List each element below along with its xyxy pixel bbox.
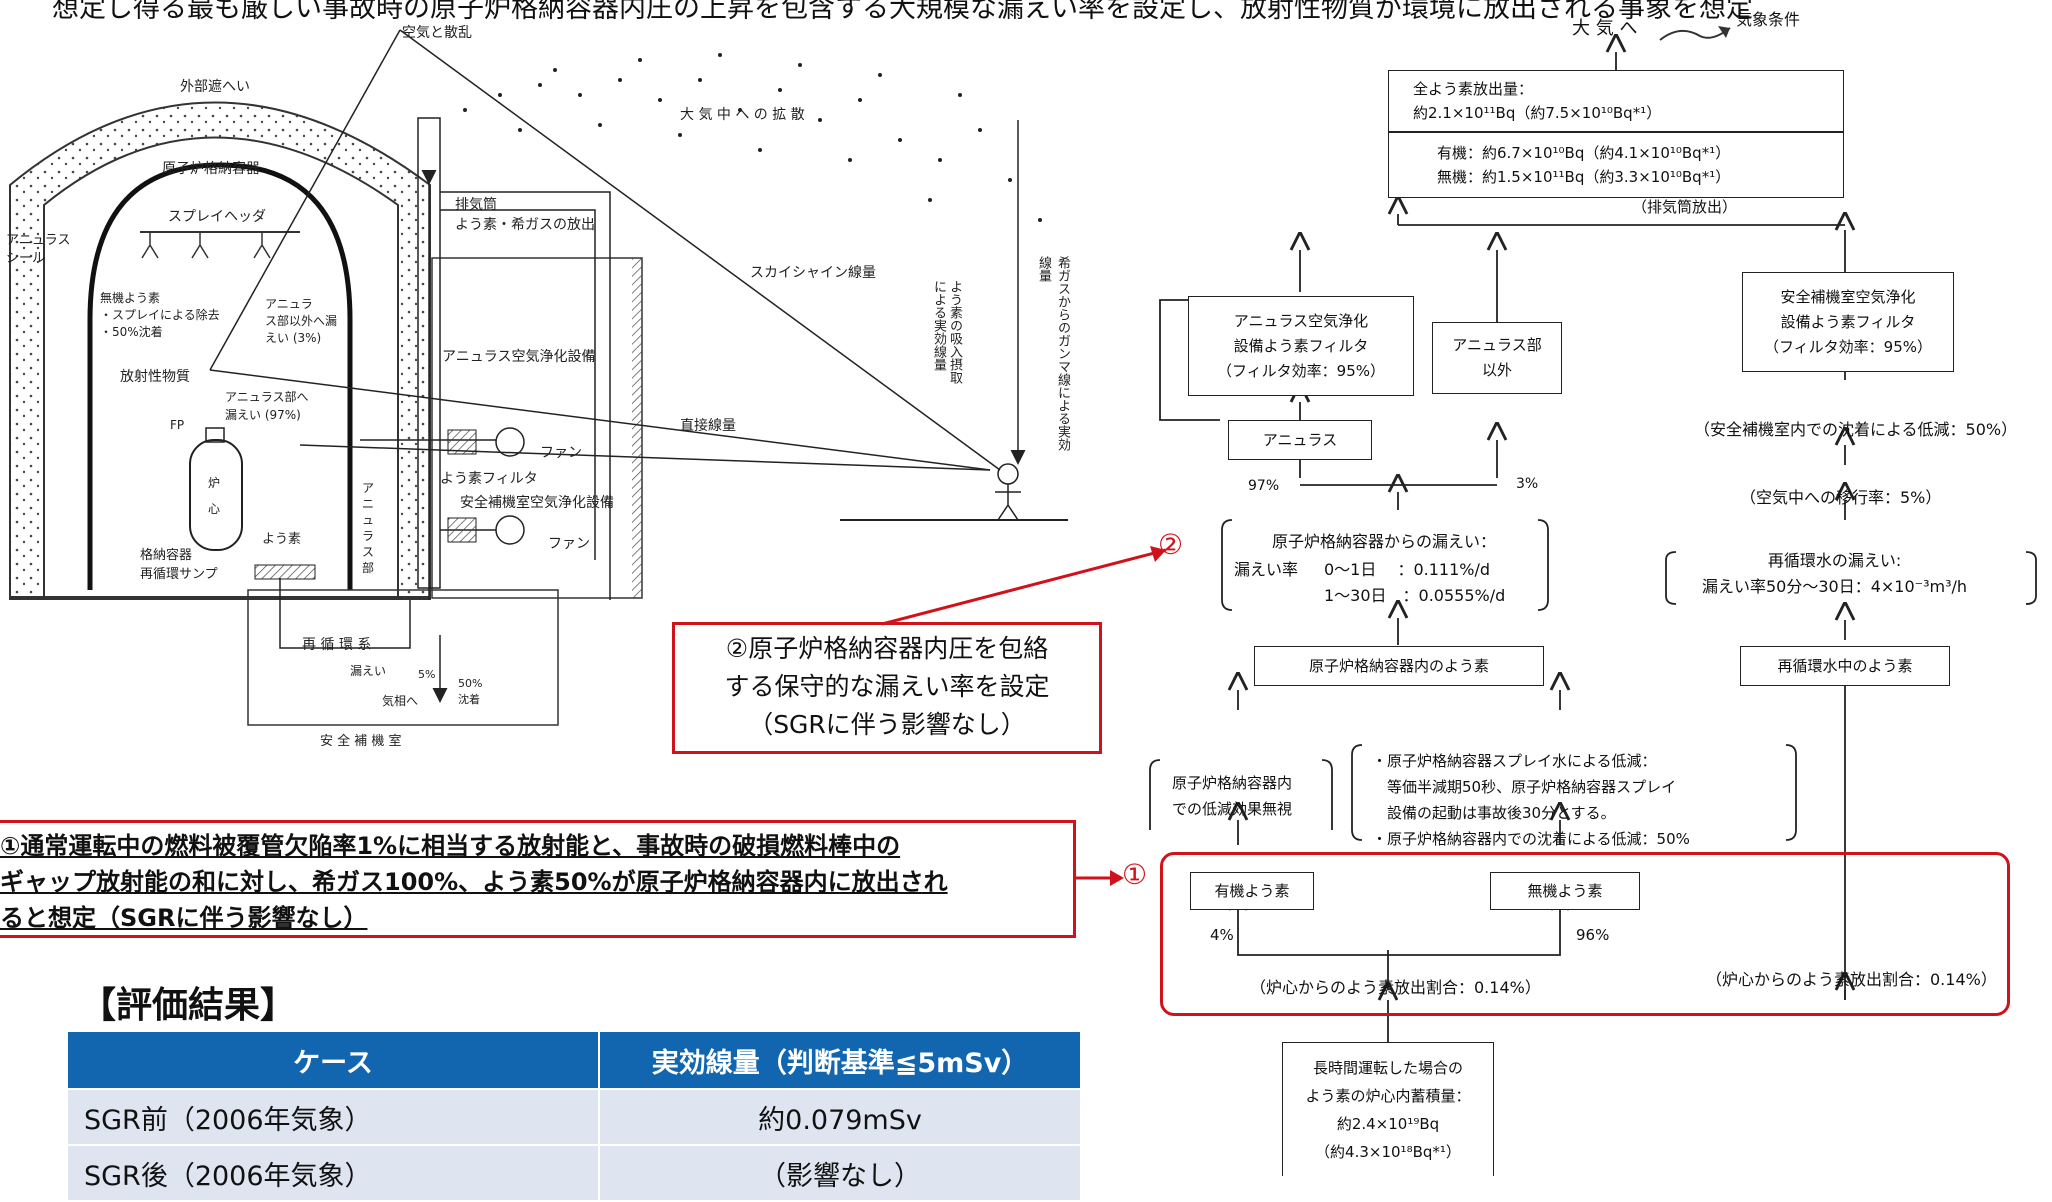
label-stack: 排気筒 よう素・希ガスの放出 [455, 197, 595, 233]
label-aux-cleanup: 安全補機室空気浄化設備 [460, 495, 614, 511]
inventory-text: 長時間運転した場合の よう素の炉心内蓄積量： 約2.4×10¹⁹Bq （約4.3… [1305, 1058, 1471, 1161]
label-pct5: 5% [418, 668, 436, 681]
recirc-iodine-text: 再循環水中のよう素 [1777, 656, 1913, 675]
total-release-box: 全よう素放出量： 約2.1×10¹¹Bq（約7.5×10¹⁰Bq*¹） [1388, 70, 1844, 132]
callout-2-arrow [881, 546, 1167, 626]
callout-2-marker: ② [1158, 528, 1184, 561]
header-text: 想定し得る最も厳しい事故時の原子炉格納容器内圧の上昇を包含する大規模な漏えい率を… [52, 0, 1753, 24]
label-skyshine: スカイシャイン線量 [750, 265, 876, 281]
to-atmosphere: 大 気 へ [1572, 18, 1638, 39]
label-annulus-other-leak: アニュラ ス部以外へ漏 えい (3%) [265, 297, 338, 345]
label-atmosphere-diffusion: 大 気 中 へ の 拡 散 [680, 107, 805, 123]
organic-text: 有機よう素 [1214, 881, 1290, 900]
stack-release: （排気筒放出） [1632, 198, 1738, 216]
label-containment: 原子炉格納容器 [162, 161, 260, 177]
label-fp: FP [170, 418, 185, 432]
plant-schematic [9, 29, 1068, 726]
callout-1-arrow [1076, 870, 1124, 886]
label-air-scatter: 空気と散乱 [402, 25, 472, 41]
recirc-iodine-box: 再循環水中のよう素 [1740, 646, 1950, 686]
results-header-case: ケース [66, 1030, 600, 1090]
annulus-filter-text: アニュラス空気浄化 設備よう素フィルタ （フィルタ効率：95%） [1216, 311, 1386, 380]
flow-connectors [1149, 26, 2037, 1042]
inorganic-box: 無機よう素 [1490, 872, 1640, 910]
results-case-2: SGR後（2006年気象） [66, 1144, 600, 1202]
callout-1-marker: ① [1122, 858, 1148, 891]
label-fan-2: ファン [548, 536, 590, 552]
callout-1-line-3: ると想定（SGRに伴う影響なし） [0, 904, 368, 932]
annulus-box: アニュラス [1228, 420, 1372, 460]
label-annulus-leak: アニュラス部へ 漏えい (97%) [225, 390, 309, 422]
core-ratio-right: （炉心からのよう素放出割合：0.14%） [1706, 970, 1997, 989]
label-aux-room: 安 全 補 機 室 [320, 734, 402, 749]
label-annulus-part: ア ニ ュ ラ ス 部 [362, 481, 375, 575]
core-ratio-left: （炉心からのよう素放出割合：0.14%） [1250, 978, 1541, 997]
results-case-1: SGR前（2006年気象） [66, 1088, 600, 1146]
table-row: SGR後（2006年気象） （影響なし） [66, 1144, 1082, 1202]
results-dose-2: （影響なし） [598, 1144, 1082, 1202]
label-iodine-inhale: よう素の吸入摂取 による実効線量 [931, 280, 962, 384]
aux-deposition: （安全補機室内での沈着による低減：50%） [1694, 420, 2018, 439]
label-spray-header: スプレイヘッダ [168, 209, 266, 225]
label-leak: 漏えい [350, 664, 387, 678]
org-inorg-box: 有機：約6.7×10¹⁰Bq（約4.1×10¹⁰Bq*¹） 無機：約1.5×10… [1388, 132, 1844, 198]
cv-leak-rate-1: 0～1日 ：0.111%/d [1324, 560, 1491, 579]
label-pct50-dep: 50% 沈着 [458, 677, 483, 706]
label-annulus-seal: アニュラス シール [6, 233, 71, 266]
cv-iodine-box: 原子炉格納容器内のよう素 [1254, 646, 1544, 686]
total-release-text: 全よう素放出量： 約2.1×10¹¹Bq（約7.5×10¹⁰Bq*¹） [1413, 80, 1662, 122]
recirc-leak: 再循環水の漏えい: 漏えい率50分～30日：4×10⁻³m³/h [1702, 551, 1968, 596]
label-radioactive-material: 放射性物質 [120, 369, 190, 385]
table-row: SGR前（2006年気象） 約0.079mSv [66, 1088, 1082, 1146]
callout-2-box [672, 622, 1102, 754]
cv-leak-rate-label: 漏えい率 [1234, 560, 1299, 579]
label-to-gas: 気相へ [382, 694, 419, 708]
annulus-other-box: アニュラス部 以外 [1432, 322, 1562, 394]
label-inorganic-iodine: 無機よう素 ・スプレイによる除去 ・50%沈着 [100, 291, 220, 339]
label-fan-1: ファン [540, 445, 582, 461]
label-sump: 格納容器 再循環サンプ [140, 548, 218, 582]
callout-1-box [0, 820, 1076, 938]
inorganic-text: 無機よう素 [1527, 881, 1603, 900]
pct-4: 4% [1210, 926, 1234, 944]
inventory-box: 長時間運転した場合の よう素の炉心内蓄積量： 約2.4×10¹⁹Bq （約4.3… [1282, 1042, 1494, 1176]
results-header-dose: 実効線量（判断基準≦5mSv） [598, 1030, 1082, 1090]
results-table: ケース 実効線量（判断基準≦5mSv） SGR前（2006年気象） 約0.079… [66, 1030, 1082, 1202]
callout-1-line-1: ①通常運転中の燃料被覆管欠陥率1%に相当する放射能と、事故時の破損燃料棒中の [0, 832, 901, 860]
label-noble-gamma: 希ガスからのガンマ線による実効線量 [1036, 256, 1070, 451]
cv-leak-rate-2: 1～30日 ：0.0555%/d [1324, 586, 1506, 605]
annulus-text: アニュラス [1262, 430, 1338, 449]
results-dose-1: 約0.079mSv [598, 1088, 1082, 1146]
label-iodine-filter: よう素フィルタ [440, 471, 538, 487]
label-direct-dose: 直接線量 [680, 418, 736, 434]
results-header-row: ケース 実効線量（判断基準≦5mSv） [66, 1030, 1082, 1090]
pct-97: 97% [1248, 478, 1280, 494]
region-1-box [1160, 852, 2010, 1016]
organic-box: 有機よう素 [1190, 872, 1314, 910]
air-transfer: （空気中への移行率：5%） [1740, 488, 1942, 507]
org-inorg-text: 有機：約6.7×10¹⁰Bq（約4.1×10¹⁰Bq*¹） 無機：約1.5×10… [1437, 144, 1731, 186]
cv-no-reduction: 原子炉格納容器内 での低減効果無視 [1172, 774, 1293, 818]
spray-reduction: ・原子炉格納容器スプレイ水による低減： 等価半減期50秒、原子炉格納容器スプレイ… [1372, 752, 1690, 848]
weather-label: 気象条件 [1736, 10, 1801, 29]
label-core: 炉 心 [208, 476, 221, 516]
cv-leak-title: 原子炉格納容器からの漏えい： [1272, 532, 1497, 551]
results-title: 【評価結果】 [80, 985, 297, 1026]
pct-96: 96% [1576, 926, 1610, 944]
annulus-other-text: アニュラス部 以外 [1452, 336, 1542, 379]
callout-1-line-2: ギャップ放射能の和に対し、希ガス100%、よう素50%が原子炉格納容器内に放出さ… [0, 868, 948, 896]
cv-iodine-text: 原子炉格納容器内のよう素 [1308, 656, 1489, 675]
annulus-filter-box: アニュラス空気浄化 設備よう素フィルタ （フィルタ効率：95%） [1188, 296, 1414, 396]
label-recirc: 再 循 環 系 [302, 637, 372, 653]
aux-filter-text: 安全補機室空気浄化 設備よう素フィルタ （フィルタ効率：95%） [1763, 287, 1933, 356]
label-outer-shield: 外部遮へい [180, 79, 250, 95]
pct-3: 3% [1516, 476, 1539, 492]
aux-filter-box: 安全補機室空気浄化 設備よう素フィルタ （フィルタ効率：95%） [1742, 272, 1954, 372]
label-annulus-cleanup: アニュラス空気浄化設備 [442, 349, 596, 365]
callout-2-text: ②原子炉格納容器内圧を包絡 する保守的な漏えい率を設定 （SGRに伴う影響なし） [724, 634, 1050, 739]
label-iodine: よう素 [262, 532, 302, 547]
